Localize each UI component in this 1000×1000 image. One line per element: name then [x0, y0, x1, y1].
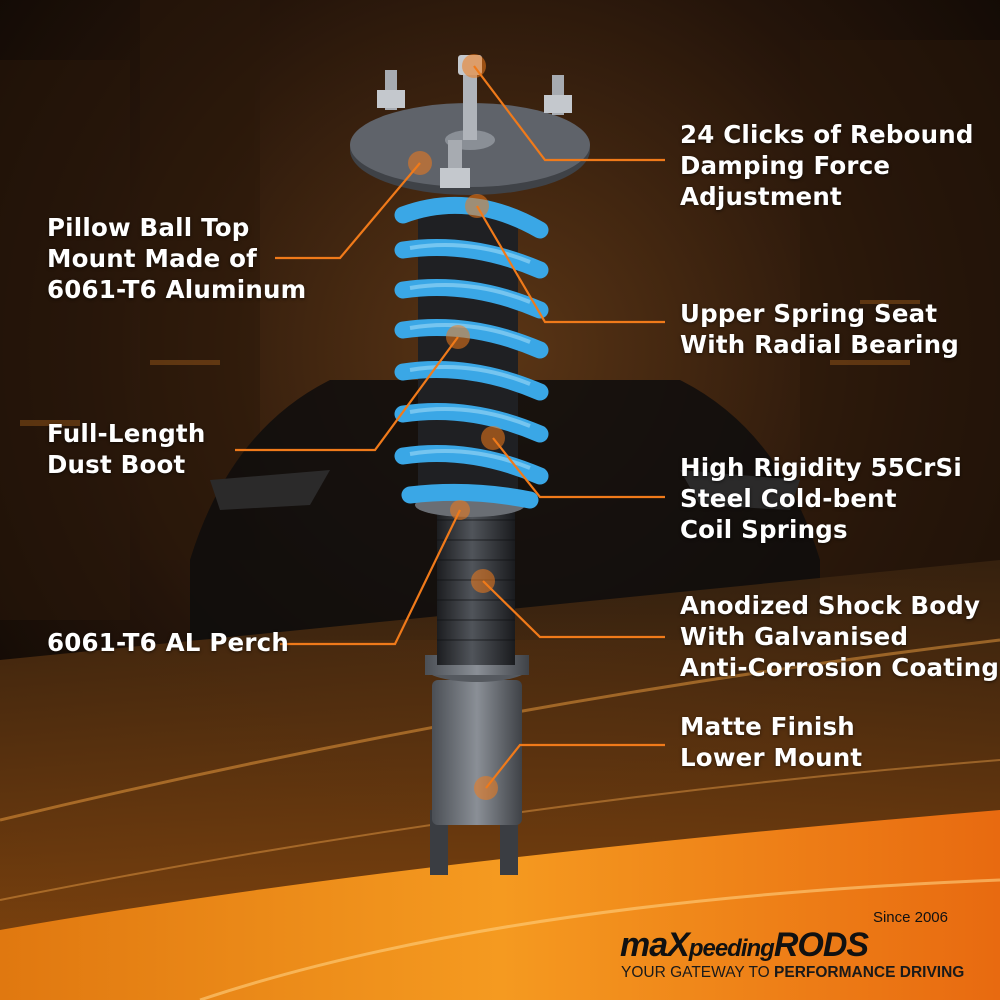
brand-part: maX [620, 926, 690, 964]
callout-perch: 6061-T6 AL Perch [47, 627, 289, 658]
brand-logo: Since 2006 maXpeedingRODS YOUR GATEWAY T… [620, 909, 964, 987]
brand-part: RODS [773, 926, 869, 964]
callout-line: With Radial Bearing [680, 330, 959, 359]
brand-part: peeding [688, 935, 775, 962]
callout-line: Anti-Corrosion Coating [680, 653, 1000, 682]
callout-line: Lower Mount [680, 743, 863, 772]
callout-dust-boot: Full-Length Dust Boot [47, 418, 205, 480]
tagline-bold: PERFORMANCE DRIVING [774, 964, 965, 981]
callout-line: High Rigidity 55CrSi [680, 453, 962, 482]
callout-markers [408, 54, 505, 800]
callout-top-mount: Pillow Ball Top Mount Made of 6061-T6 Al… [47, 212, 306, 305]
callout-line: Anodized Shock Body [680, 591, 981, 620]
callout-line: Damping Force [680, 151, 891, 180]
callout-line: Mount Made of [47, 244, 258, 273]
tagline: YOUR GATEWAY TO PERFORMANCE DRIVING [621, 964, 964, 982]
brand-wordmark: maXpeedingRODS [620, 926, 869, 965]
since-text: Since 2006 [872, 909, 948, 926]
callout-line: Dust Boot [47, 450, 186, 479]
callout-lower-mount: Matte Finish Lower Mount [680, 711, 862, 773]
callout-line: 24 Clicks of Rebound [680, 120, 974, 149]
callout-line: Upper Spring Seat [680, 299, 938, 328]
callout-line: With Galvanised [680, 622, 909, 651]
callout-line: Matte Finish [680, 712, 855, 741]
callout-line: Adjustment [680, 182, 842, 211]
callout-line: 6061-T6 AL Perch [47, 628, 289, 657]
callout-leaders [235, 65, 665, 789]
callout-line: Steel Cold-bent [680, 484, 897, 513]
callout-line: Coil Springs [680, 515, 848, 544]
callout-rebound: 24 Clicks of Rebound Damping Force Adjus… [680, 119, 974, 212]
callout-shock-body: Anodized Shock Body With Galvanised Anti… [680, 590, 999, 683]
callout-coil-springs: High Rigidity 55CrSi Steel Cold-bent Coi… [680, 452, 962, 545]
callout-line: 6061-T6 Aluminum [47, 275, 307, 304]
tagline-light: YOUR GATEWAY TO [621, 964, 775, 981]
callout-line: Pillow Ball Top [47, 213, 250, 242]
callout-line: Full-Length [47, 419, 206, 448]
callout-spring-seat: Upper Spring Seat With Radial Bearing [680, 298, 959, 360]
